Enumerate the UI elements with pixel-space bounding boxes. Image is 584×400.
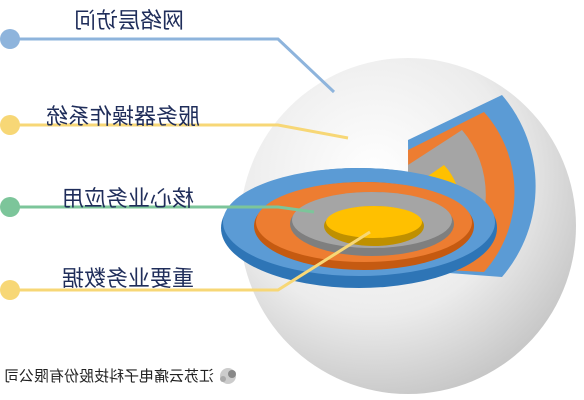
leader-line-os <box>10 123 349 140</box>
disk-core-top <box>326 206 422 238</box>
leader-dot-data <box>0 280 20 300</box>
label-important-business-data: 重要业务数据 <box>62 267 194 292</box>
label-network-layer: 网络层访问 <box>74 9 184 34</box>
label-core-business-app: 核心业务应用 <box>62 187 194 212</box>
label-server-os: 服务器操作系统 <box>46 105 200 130</box>
leader-line-core-app <box>10 205 315 214</box>
leader-dot-network <box>0 29 20 49</box>
leader-dot-os <box>0 115 20 135</box>
footer-company-name: 江苏云痛电子科技股份有限公司 <box>4 367 214 385</box>
leader-line-data <box>10 230 371 292</box>
leader-line-network <box>10 37 336 94</box>
mirrored-artwork: 网络层访问 服务器操作系统 核心业务应用 重要业务数据 江苏云痛电子科技股份有限… <box>0 9 576 394</box>
leader-dot-core-app <box>0 197 20 217</box>
footer-logo-icon <box>220 368 236 384</box>
